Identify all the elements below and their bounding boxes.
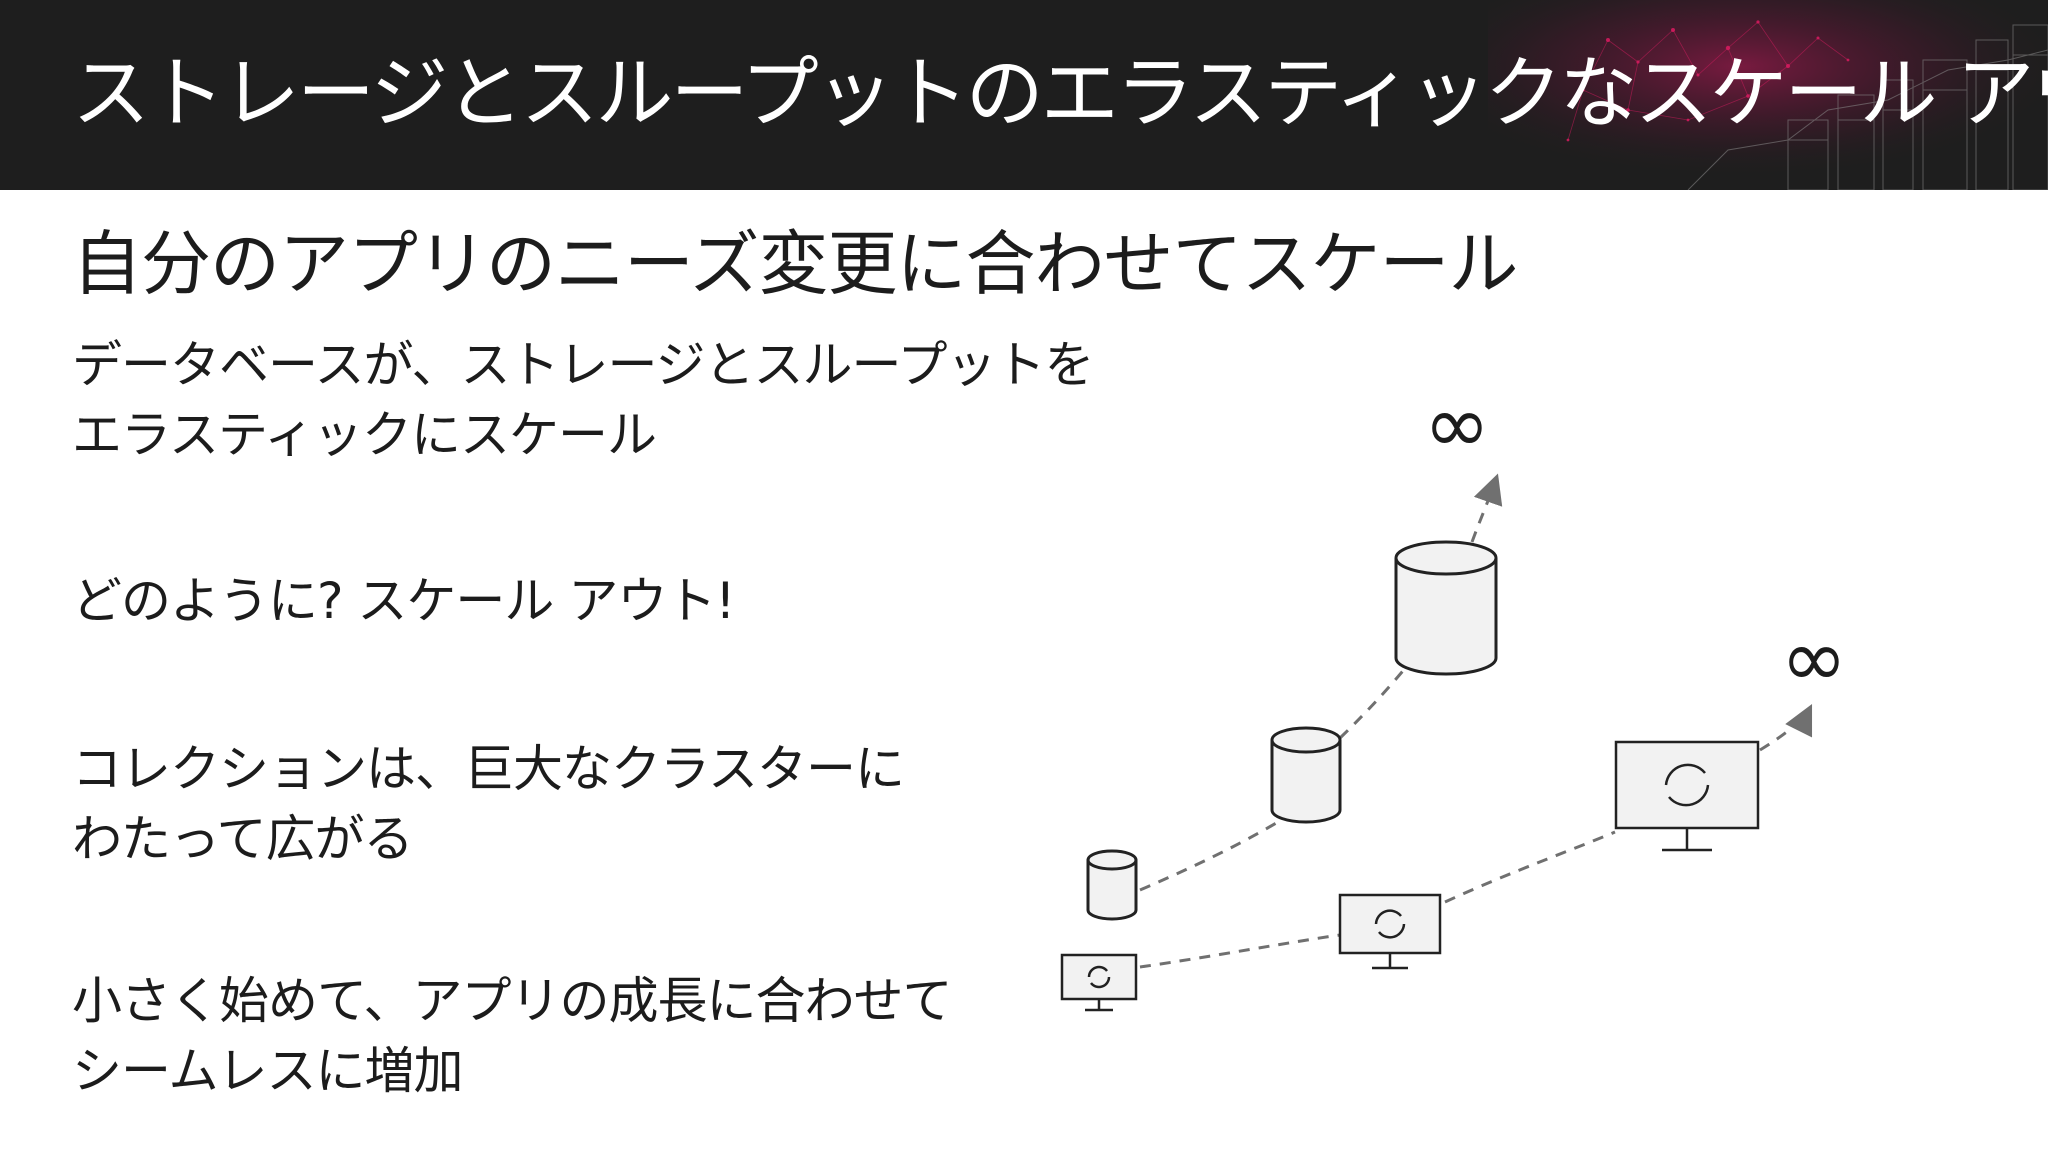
storage-growth-arrow-icon xyxy=(1338,624,1442,740)
database-icon-small xyxy=(1086,849,1138,921)
bullet-how-scale-out: どのように? スケール アウト! xyxy=(72,566,735,636)
monitor-sync-icon-large xyxy=(1614,740,1760,852)
scale-out-diagram: ∞ ∞ xyxy=(1060,390,1848,1012)
bullet-line: コレクションは、巨大なクラスターに xyxy=(72,740,905,798)
throughput-infinity-label: ∞ xyxy=(1781,612,1848,705)
title-band: ストレージとスループットのエラスティックなスケール アウト xyxy=(0,0,2048,190)
slide-title: ストレージとスループットのエラスティックなスケール アウト xyxy=(72,49,2048,139)
throughput-growth-arrow-icon xyxy=(1139,933,1341,969)
storage-growth-arrow-icon xyxy=(1470,473,1503,543)
bullet-collections-spread: コレクションは、巨大なクラスターに わたって広がる xyxy=(72,734,905,874)
bullet-line: エラスティックにスケール xyxy=(72,406,657,464)
throughput-growth-arrow-icon xyxy=(1444,830,1616,904)
bullet-line: どのように? スケール アウト! xyxy=(72,572,735,630)
bullet-line: わたって広がる xyxy=(72,810,414,868)
storage-infinity-label: ∞ xyxy=(1424,390,1491,471)
bullet-start-small: 小さく始めて、アプリの成長に合わせて シームレスに増加 xyxy=(72,966,952,1106)
bullet-line: データベースが、ストレージとスループットを xyxy=(72,336,1094,394)
monitor-sync-icon-medium xyxy=(1338,893,1442,970)
network-city-artwork xyxy=(1488,0,2048,190)
bullet-line: 小さく始めて、アプリの成長に合わせて xyxy=(72,972,952,1030)
monitor-sync-icon-small xyxy=(1060,953,1138,1012)
slide-subtitle: 自分のアプリのニーズ変更に合わせてスケール xyxy=(72,223,1518,305)
database-icon-large xyxy=(1394,540,1498,676)
bullet-line: シームレスに増加 xyxy=(72,1042,463,1100)
bullet-elastic-scaling: データベースが、ストレージとスループットを エラスティックにスケール xyxy=(72,330,1094,470)
database-icon-medium xyxy=(1270,726,1342,824)
throughput-growth-arrow-icon xyxy=(1759,703,1813,752)
